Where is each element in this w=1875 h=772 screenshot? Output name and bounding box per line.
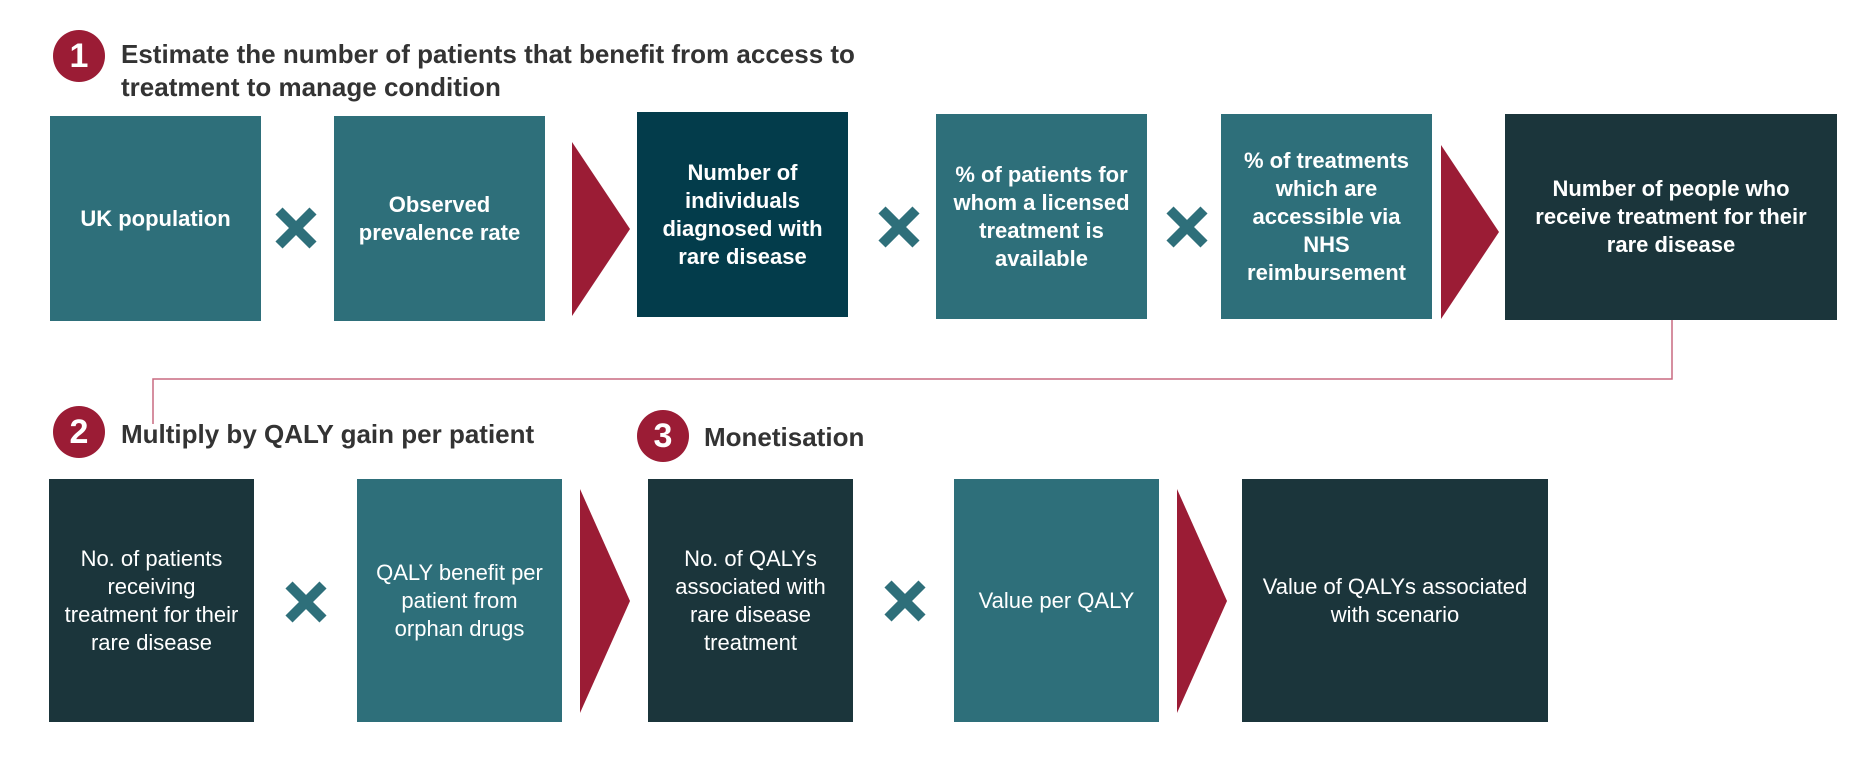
- box-individuals-diagnosed: Number of individuals diagnosed with rar…: [637, 112, 848, 317]
- multiply-icon: [285, 581, 327, 623]
- chevron-arrow-icon: [580, 489, 630, 713]
- multiply-icon: [884, 580, 926, 622]
- box-no-of-qalys: No. of QALYs associated with rare diseas…: [648, 479, 853, 722]
- step-1-title: Estimate the number of patients that ben…: [121, 39, 855, 102]
- box-uk-population: UK population: [50, 116, 261, 321]
- multiply-icon: [878, 206, 920, 248]
- step-2-title: Multiply by QALY gain per patient: [121, 419, 535, 449]
- step-2-badge: 2: [53, 406, 105, 458]
- chevron-arrow-icon: [1177, 489, 1227, 713]
- box-no-patients-receiving-treatment: No. of patients receiving treatment for …: [49, 479, 254, 722]
- box-observed-prevalence-rate: Observed prevalence rate: [334, 116, 545, 321]
- multiply-icon: [275, 207, 317, 249]
- box-people-receiving-treatment: Number of people who receive treatment f…: [1505, 114, 1837, 320]
- step-3-badge: 3: [637, 410, 689, 462]
- step-1-badge: 1: [53, 30, 105, 82]
- chevron-arrow-icon: [1441, 145, 1499, 319]
- connector-line: [152, 320, 1673, 424]
- multiply-icon: [1166, 206, 1208, 248]
- box-value-of-qalys-scenario: Value of QALYs associated with scenario: [1242, 479, 1548, 722]
- box-qaly-benefit-per-patient: QALY benefit per patient from orphan dru…: [357, 479, 562, 722]
- step-3-title: Monetisation: [704, 422, 865, 452]
- box-licensed-treatment-available: % of patients for whom a licensed treatm…: [936, 114, 1147, 319]
- box-value-per-qaly: Value per QALY: [954, 479, 1159, 722]
- box-nhs-reimbursement: % of treatments which are accessible via…: [1221, 114, 1432, 319]
- chevron-arrow-icon: [572, 142, 630, 316]
